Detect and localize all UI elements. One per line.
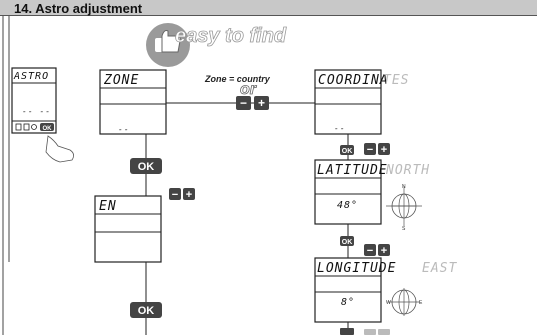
- longitude-value: 8°: [341, 297, 355, 308]
- ok-button-1-label: OK: [138, 161, 155, 173]
- coordinates-label: COORDINA: [318, 73, 389, 88]
- longitude-minus-label: −: [367, 245, 373, 257]
- next-minus-button[interactable]: [364, 329, 376, 335]
- coordinates-ghost-text: TES: [383, 73, 409, 88]
- longitude-label: LONGITUDE: [317, 261, 396, 276]
- remote-screen-label: ASTRO: [13, 71, 49, 82]
- ok-button-4-label: OK: [342, 239, 353, 246]
- zone-plus-label: +: [258, 96, 265, 110]
- zone-minus-label: −: [240, 96, 247, 110]
- latitude-plus-label: +: [381, 144, 387, 156]
- language-value: EN: [99, 199, 117, 214]
- remote-screen-value: -- --: [22, 107, 51, 116]
- latitude-ghost-text: NORTH: [385, 163, 430, 178]
- ok-button-2-label: OK: [138, 305, 155, 317]
- language-plus-label: +: [186, 189, 192, 201]
- next-plus-button[interactable]: [378, 329, 390, 335]
- compass-w-label: W: [386, 300, 391, 306]
- globe-east-icon: [388, 288, 420, 316]
- pointing-hand-icon: [46, 136, 74, 162]
- latitude-screen: LATITUDE 48°: [315, 160, 388, 224]
- zone-value: --: [118, 125, 130, 134]
- longitude-plus-label: +: [381, 245, 387, 257]
- longitude-ghost-text: EAST: [422, 261, 457, 276]
- zone-label: ZONE: [103, 73, 139, 88]
- latitude-label: LATITUDE: [317, 163, 388, 178]
- remote-control: ASTRO -- -- OK: [12, 68, 74, 162]
- compass-e-label: E: [419, 300, 423, 306]
- globe-north-icon: [386, 186, 422, 226]
- ok-button-5[interactable]: [340, 328, 354, 335]
- language-screen: EN: [95, 196, 161, 262]
- zone-screen: ZONE --: [100, 70, 166, 134]
- language-minus-label: −: [172, 189, 178, 201]
- latitude-minus-label: −: [367, 144, 373, 156]
- badge-text: easy to find: [175, 25, 287, 47]
- compass-s-label: S: [402, 226, 406, 232]
- longitude-screen: LONGITUDE 8°: [315, 258, 396, 322]
- easy-to-find-badge: easy to find: [146, 23, 287, 67]
- zone-note: Zone = country: [204, 74, 271, 84]
- coordinates-screen: COORDINA --: [315, 70, 389, 134]
- coordinates-value: --: [334, 124, 346, 133]
- remote-ok-label: OK: [43, 126, 53, 132]
- compass-n-label: N: [402, 184, 406, 190]
- latitude-value: 48°: [337, 200, 358, 211]
- ok-button-3-label: OK: [342, 148, 353, 155]
